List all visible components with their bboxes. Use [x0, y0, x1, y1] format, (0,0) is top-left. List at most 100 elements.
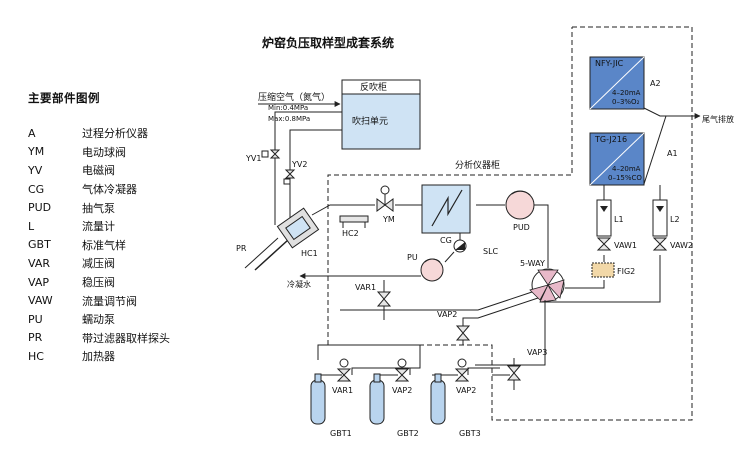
ym-label: YM: [382, 215, 395, 224]
legend-description: 减压阀: [82, 257, 115, 271]
legend-code: PUD: [28, 201, 52, 215]
a2-range1: 4–20mA: [612, 89, 641, 97]
purge-lines: [274, 111, 342, 225]
var1-valve: [376, 291, 392, 307]
a2-name: NFY-JIC: [595, 59, 624, 68]
gbt1-label: GBT1: [330, 429, 352, 438]
legend-code: L: [28, 219, 35, 233]
gbt2-cylinder: [369, 373, 385, 425]
gbt2-regulator: [394, 358, 410, 382]
condensate-label: 冷凝水: [287, 279, 311, 289]
vap3-label: VAP3: [527, 348, 547, 357]
analyzer-cabinet-outline: [327, 26, 693, 421]
pud-label: PUD: [513, 223, 530, 232]
hc2-label: HC2: [342, 229, 359, 238]
l2-label: L2: [670, 215, 680, 224]
pud-to-fiveway-line: [534, 204, 549, 268]
max-pressure-label: Max:0.8MPa: [268, 115, 310, 123]
l1-flowmeter: [596, 199, 612, 251]
pud-pump: [505, 190, 535, 220]
ym-valve: [376, 185, 394, 212]
flow-lines: [540, 185, 661, 303]
cg-condenser: [421, 184, 471, 234]
gbt1-regulator: [336, 358, 352, 382]
legend-code: HC: [28, 349, 44, 363]
a1-label: A1: [667, 149, 678, 158]
vap3-valve: [506, 365, 522, 381]
legend-item: YM 电动球阀: [28, 143, 170, 162]
legend-item: VAW 流量调节阀: [28, 291, 170, 310]
pu-pump: [420, 251, 455, 282]
var1-label: VAR1: [355, 283, 376, 292]
legend-code: YM: [28, 145, 45, 159]
purge-unit-label: 吹扫单元: [352, 115, 388, 127]
hc2-heater: [339, 215, 369, 228]
slc-label: SLC: [483, 247, 499, 256]
legend-code: YV: [28, 163, 43, 177]
pr-probe: [244, 207, 320, 271]
legend-code: VAR: [28, 256, 50, 270]
legend-description: 流量调节阀: [82, 294, 137, 308]
fig2-filter: [591, 262, 615, 278]
vap2-lines: [462, 297, 539, 345]
a1-name: TG-J216: [594, 135, 627, 144]
hc1-label: HC1: [301, 249, 318, 258]
legend-code: CG: [28, 182, 45, 196]
legend-item: VAP 稳压阀: [28, 273, 170, 292]
legend-description: 电磁阀: [82, 164, 115, 178]
legend-description: 电动球阀: [82, 145, 126, 159]
legend-item: CG 气体冷凝器: [28, 180, 170, 199]
legend-description: 标准气样: [82, 238, 126, 252]
blowback-cabinet-label: 反吹柜: [360, 81, 387, 93]
purge-unit-box: [341, 93, 421, 150]
tail-gas-lines: [643, 107, 695, 185]
gbt2-vap2-label: VAP2: [392, 386, 412, 395]
yv2-label: YV2: [291, 160, 307, 169]
legend-description: 过程分析仪器: [82, 127, 148, 141]
legend-code: PR: [28, 331, 43, 345]
gbt2-label: GBT2: [397, 429, 419, 438]
legend-item: L 流量计: [28, 217, 170, 236]
legend-item: VAR 减压阀: [28, 254, 170, 273]
gbt1-cylinder: [310, 373, 326, 425]
legend-description: 流量计: [82, 220, 115, 234]
vap2-label: VAP2: [437, 310, 457, 319]
yv2-valve: [283, 169, 296, 185]
gbt1-var1-label: VAR1: [332, 386, 353, 395]
a1-range2: 0–15%CO: [608, 174, 642, 182]
analyzer-a2: [589, 56, 645, 110]
legend-code: PU: [28, 312, 43, 326]
gbt3-cylinder: [430, 373, 446, 425]
legend-description: 稳压阀: [82, 276, 115, 290]
pu-label: PU: [407, 253, 418, 262]
a1-range1: 4–20mA: [612, 165, 641, 173]
a2-range2: 0–3%O₂: [612, 98, 640, 106]
yv1-label: YV1: [245, 154, 261, 163]
gbt3-label: GBT3: [459, 429, 481, 438]
fig2-label: FIG2: [617, 267, 635, 276]
yv1-valve: [261, 149, 281, 159]
legend-code: VAP: [28, 275, 49, 289]
vaw1-label: VAW1: [614, 241, 637, 250]
legend-description: 气体冷凝器: [82, 183, 137, 197]
vaw2-label: VAW2: [670, 241, 693, 250]
min-pressure-label: Min:0.4MPa: [268, 104, 308, 112]
gbt3-vap2-label: VAP2: [456, 386, 476, 395]
legend-code: VAW: [28, 294, 53, 308]
cg-label: CG: [440, 236, 452, 245]
gbt3-regulator: [454, 358, 470, 382]
legend-item: YV 电磁阀: [28, 161, 170, 180]
legend-item: PUD 抽气泵: [28, 198, 170, 217]
legend-title: 主要部件图例: [28, 91, 100, 105]
analyzer-cabinet-label: 分析仪器柜: [455, 159, 500, 171]
five-way-label: 5-WAY: [520, 259, 545, 268]
legend-description: 抽气泵: [82, 201, 115, 215]
